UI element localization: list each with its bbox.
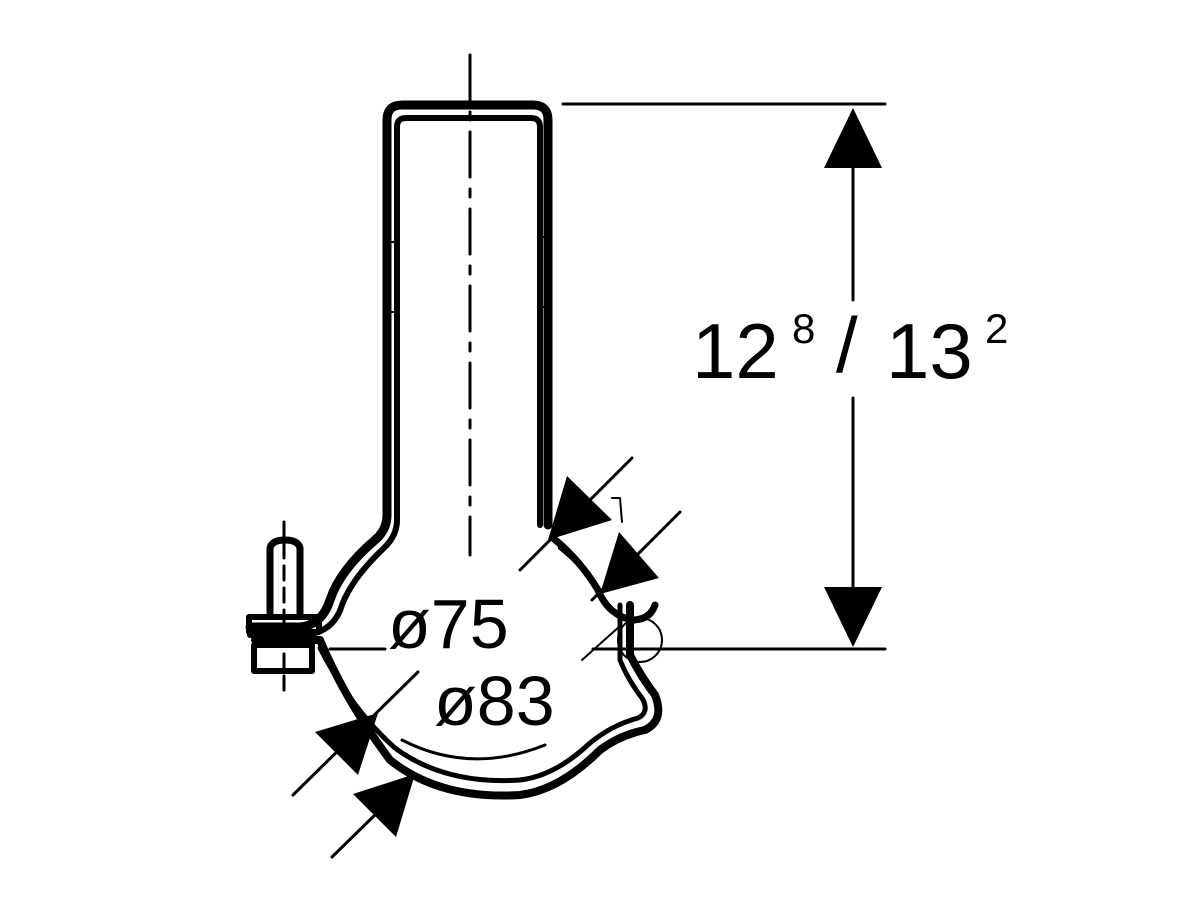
clamp-band-inner [317, 602, 648, 784]
pipe-outer-wall [245, 100, 553, 632]
outer-diameter-label: ø83 [434, 662, 555, 740]
clamp-band-outer [251, 601, 663, 800]
arrow-down-icon [824, 587, 882, 647]
arrow-diag-icon [315, 713, 378, 775]
height-superscript-a: 8 [792, 305, 815, 352]
clamp-bolt [246, 520, 322, 692]
pipe-hidden-arc [400, 738, 547, 761]
pipe-inner-wall [247, 115, 543, 638]
arrow-diag-icon [353, 774, 415, 837]
height-value-b: 13 [886, 307, 973, 395]
height-dimension-label: 12 8 / 13 2 [692, 301, 1008, 395]
height-superscript-b: 2 [985, 305, 1008, 352]
inner-diameter-label: ø75 [388, 585, 509, 663]
arrow-up-icon [824, 108, 882, 168]
dimension-arrows [315, 108, 882, 837]
height-separator: / [836, 301, 858, 389]
height-value-a: 12 [692, 307, 779, 395]
arrow-diag-icon [600, 532, 659, 594]
arrow-diag-icon [548, 476, 612, 540]
